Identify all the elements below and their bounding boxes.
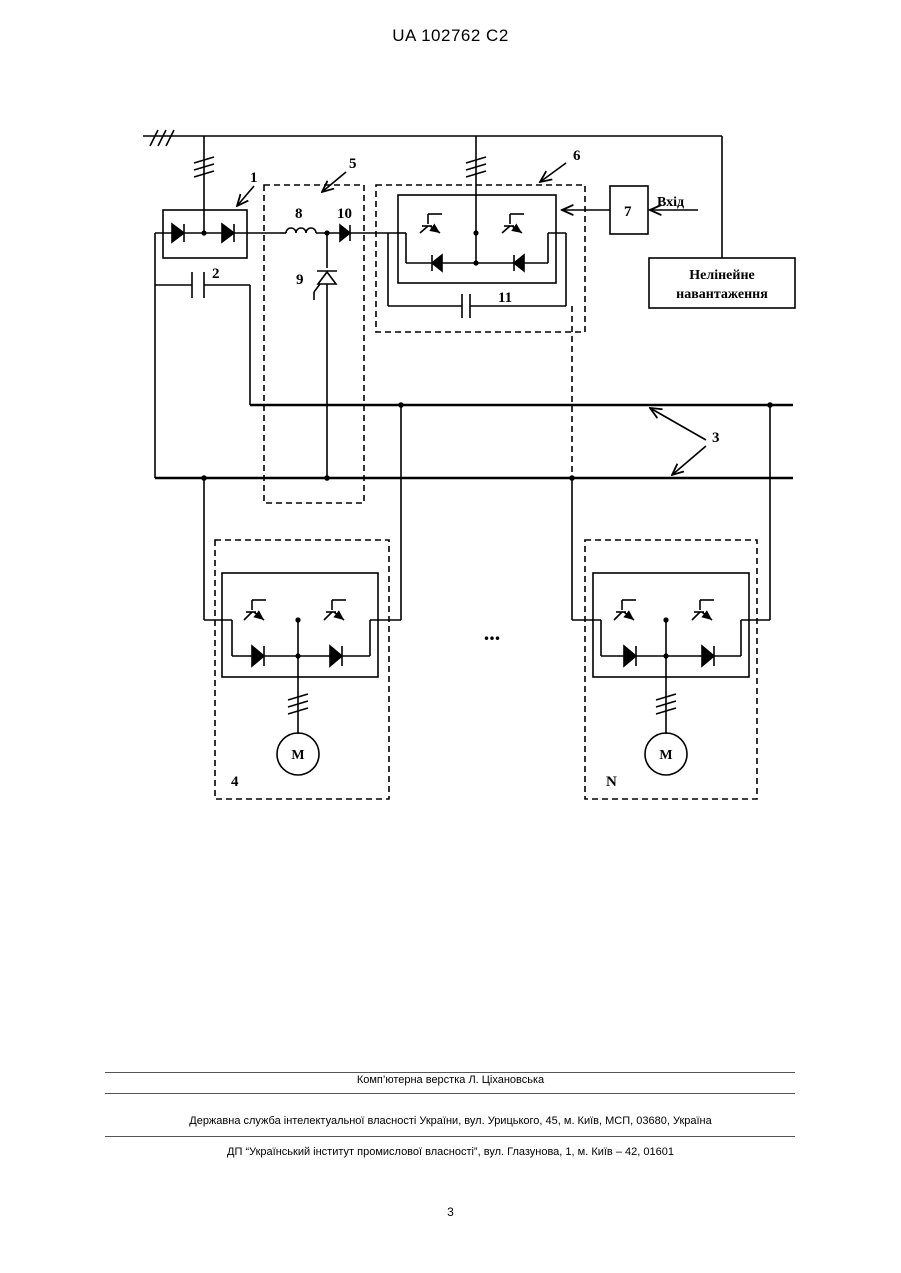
motor-label: M (291, 748, 304, 763)
diode-icon (172, 224, 184, 242)
label-1: 1 (250, 170, 258, 186)
ellipsis: ... (484, 620, 501, 645)
transistor-icon (692, 600, 714, 620)
diode-icon (702, 646, 714, 666)
drive-inverter-bridge (593, 573, 749, 677)
load-label-line1: Нелінейне (689, 268, 754, 283)
load-label-line2: навантаження (676, 287, 768, 302)
label-8: 8 (295, 206, 303, 222)
label-3: 3 (712, 430, 720, 446)
motor-label: M (659, 748, 672, 763)
drive-inverter-bridge (222, 573, 378, 677)
label-7: 7 (624, 204, 632, 220)
label-10: 10 (337, 206, 352, 222)
diode-icon (624, 646, 636, 666)
diode-icon (432, 255, 442, 271)
transistor-icon (614, 600, 636, 620)
transistor-icon (420, 214, 442, 233)
footer-divider (105, 1093, 795, 1094)
footer-divider (105, 1136, 795, 1137)
institute-address: ДП “Український інститут промислової вла… (0, 1146, 901, 1158)
diode-icon (252, 646, 264, 666)
label-2: 2 (212, 266, 220, 282)
inverter-bridge (398, 195, 556, 283)
diode-icon (514, 255, 524, 271)
transistor-icon (502, 214, 524, 233)
agency-address: Державна служба інтелектуальної власност… (0, 1115, 901, 1127)
footer-divider (105, 1072, 795, 1073)
label-11: 11 (498, 290, 512, 306)
diode-icon (222, 224, 234, 242)
label-9: 9 (296, 272, 304, 288)
three-phase-tick-icon (466, 157, 486, 177)
label-n: N (606, 774, 617, 790)
layout-credit: Комп’ютерна верстка Л. Ціхановська (0, 1074, 901, 1086)
page-number: 3 (0, 1205, 901, 1219)
label-4: 4 (231, 774, 239, 790)
capacitor-icon (462, 294, 470, 318)
diode-icon (330, 646, 342, 666)
thyristor-icon (314, 271, 337, 300)
diode-icon (340, 225, 350, 241)
three-phase-tick-icon (194, 157, 214, 177)
transistor-icon (324, 600, 346, 620)
input-label: Вхід (657, 195, 684, 210)
three-phase-tick-icon (656, 694, 676, 714)
inductor-icon (286, 228, 316, 233)
transistor-icon (244, 600, 266, 620)
label-5: 5 (349, 156, 357, 172)
capacitor-icon (192, 272, 204, 298)
three-phase-tick-icon (288, 694, 308, 714)
label-6: 6 (573, 148, 581, 164)
block-6-dashed (376, 185, 585, 332)
three-phase-supply-icon (150, 130, 174, 146)
